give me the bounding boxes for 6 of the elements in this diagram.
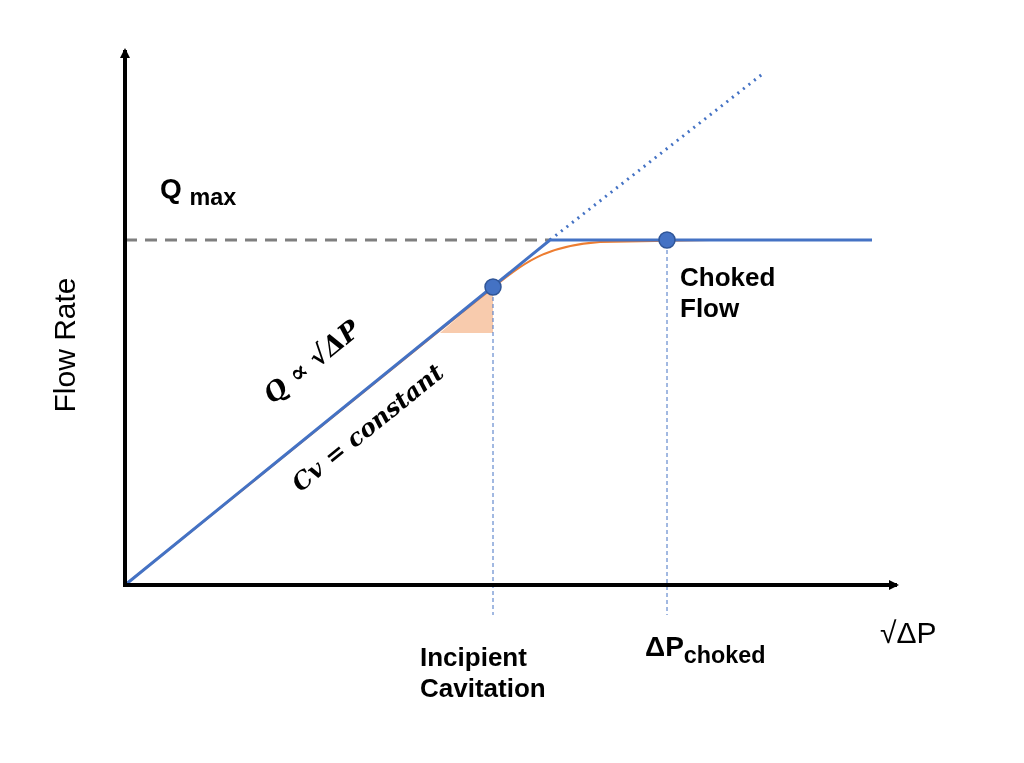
axis-label: Q $_{max}$ <box>160 172 237 212</box>
axis-label: ΔP$_{choked}$ <box>645 630 766 670</box>
axis-label: Incipient Cavitation <box>420 642 547 705</box>
axis-title: √ΔP <box>880 615 937 651</box>
axis-title: Flow Rate <box>47 277 82 413</box>
annotation-text: Choked Flow <box>680 262 777 325</box>
